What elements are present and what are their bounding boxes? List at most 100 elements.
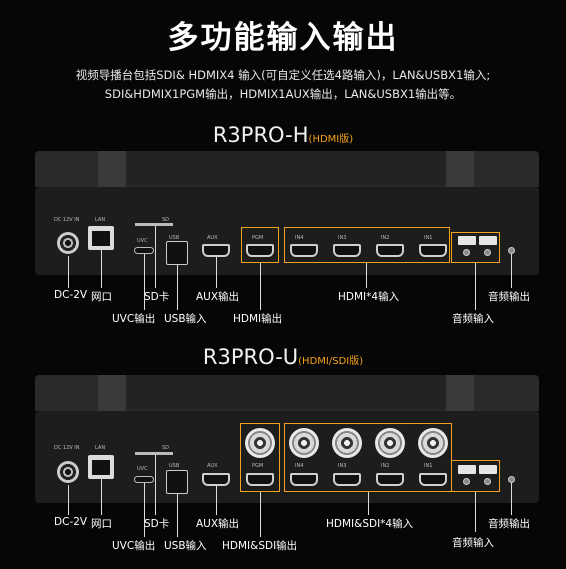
leader-line: [475, 492, 476, 532]
leader-line: [177, 265, 178, 310]
device1-audio-jack-1: [463, 249, 470, 256]
device1-label-lan: 网口: [91, 291, 112, 303]
device1-panel-dc-label: DC 12V IN: [54, 217, 80, 223]
leader-line: [475, 263, 476, 310]
device2-rear-panel: [35, 411, 539, 503]
device2-label-dc: DC-2V: [54, 516, 88, 528]
device2-uvc-port: [134, 476, 154, 483]
leader-line: [68, 256, 69, 288]
device2-panel-usb-label: USB: [169, 463, 180, 469]
device2-sd-slot: [135, 452, 173, 455]
device1-label-sd: SD卡: [144, 291, 170, 303]
device2-panel-dc-label: DC 12V IN: [54, 445, 80, 451]
device2-in4-sdi-bnc: [289, 428, 319, 458]
device2-name: R3PRO-U: [202, 345, 299, 369]
device2-audio-in-left: [458, 465, 476, 474]
device1-panel-in2-label: IN2: [381, 235, 390, 241]
device1-panel-usb-label: USB: [169, 235, 180, 241]
device1-sd-slot: [135, 223, 173, 226]
device1-label-dc: DC-2V: [54, 289, 88, 301]
device1-audio-highlight: [451, 232, 500, 263]
device2-inputs-highlight: [284, 423, 452, 492]
device1-label-aux: AUX输出: [196, 291, 240, 303]
leader-line: [155, 455, 156, 515]
leader-line: [260, 492, 261, 537]
device1-in1-port: [419, 244, 447, 257]
page-title: 多功能输入输出: [167, 20, 399, 56]
device2-headphone-jack: [508, 476, 515, 483]
device1-panel-in4-label: IN4: [295, 235, 304, 241]
device2-label-hdmi-out: HDMI&SDI输出: [222, 540, 298, 552]
device1-top-recess: [126, 151, 446, 185]
leader-line: [511, 254, 512, 288]
leader-line: [216, 257, 217, 288]
device1-in3-port: [333, 244, 361, 257]
leader-line: [216, 486, 217, 515]
leader-line: [366, 263, 367, 288]
device1-pgm-highlight: [241, 227, 279, 263]
device1-panel-aux-label: AUX: [207, 235, 218, 241]
device1-lan-port: [88, 226, 114, 250]
device1-label-hdmi-out: HDMI输出: [233, 313, 283, 325]
device2-dc-jack: [57, 461, 79, 483]
device1-uvc-port: [134, 247, 154, 254]
device2-audio-jack-2: [484, 478, 491, 485]
description-line-1: 视频导播台包括SDI& HDMIX4 输入(可自定义任选4路输入)，LAN&US…: [75, 68, 491, 82]
leader-line: [144, 483, 145, 537]
device1-name: R3PRO-H: [212, 123, 309, 147]
device1-usb-port: [166, 241, 188, 265]
device1-panel-in3-label: IN3: [338, 235, 347, 241]
device2-label-sd: SD卡: [144, 518, 170, 530]
device1-aux-port: [202, 244, 230, 257]
device2-audio-highlight: [451, 460, 500, 492]
device2-panel-pgm-label: PGM: [252, 463, 264, 469]
device2-label-audio-out: 音频输出: [488, 518, 530, 530]
device2-label-uvc: UVC输出: [112, 540, 156, 552]
device2-label-hdmi-in: HDMI&SDI*4输入: [326, 518, 414, 530]
device2-in2-sdi-bnc: [375, 428, 405, 458]
device1-panel-lan-label: LAN: [95, 217, 106, 223]
device2-in3-sdi-bnc: [332, 428, 362, 458]
leader-line: [144, 254, 145, 310]
device2-top-recess: [126, 375, 446, 409]
leader-line: [260, 263, 261, 310]
leader-line: [101, 479, 102, 515]
device2-panel-uvc-label: UVC: [137, 466, 148, 472]
device1-tab-right: [446, 151, 474, 187]
leader-line: [177, 494, 178, 537]
device2-label-aux: AUX输出: [196, 518, 240, 530]
device1-label-hdmi-in: HDMI*4输入: [338, 291, 400, 303]
device1-in2-port: [376, 244, 404, 257]
device1-rear-panel: [35, 187, 539, 275]
device2-label-lan: 网口: [91, 518, 112, 530]
device1-dc-jack: [57, 232, 79, 254]
device2-label-usb: USB输入: [164, 540, 207, 552]
device1-panel-in1-label: IN1: [424, 235, 433, 241]
device1-audio-in-left: [458, 236, 476, 245]
description-line-2: SDI&HDMIX1PGM输出，HDMIX1AUX输出，LAN&USBX1输出等…: [104, 87, 462, 101]
device2-in2-port: [376, 473, 404, 486]
device1-headphone-jack: [508, 247, 515, 254]
device2-title: R3PRO-U(HDMI/SDI版): [0, 345, 566, 369]
device2-in4-port: [290, 473, 318, 486]
device2-pgm-highlight: [240, 423, 280, 492]
device1-label-usb: USB输入: [164, 313, 207, 325]
device2-pgm-port: [246, 473, 274, 486]
device2-panel-aux-label: AUX: [207, 463, 218, 469]
device2-audio-jack-1: [463, 478, 470, 485]
device2-pgm-sdi-bnc: [245, 428, 275, 458]
device2-in1-port: [419, 473, 447, 486]
device2-audio-in-right: [479, 465, 497, 474]
device2-panel-sd-label: SD: [162, 445, 170, 451]
device2-tab-left: [98, 375, 126, 411]
device2-in3-port: [333, 473, 361, 486]
device1-subtitle: (HDMI版): [308, 134, 354, 145]
leader-line: [68, 485, 69, 515]
device1-audio-jack-2: [484, 249, 491, 256]
device1-panel-pgm-label: PGM: [252, 235, 264, 241]
device2-subtitle: (HDMI/SDI版): [298, 356, 364, 367]
leader-line: [155, 226, 156, 288]
device2-lan-port: [88, 455, 114, 479]
device1-in4-port: [290, 244, 318, 257]
device2-panel-in4-label: IN4: [295, 463, 304, 469]
